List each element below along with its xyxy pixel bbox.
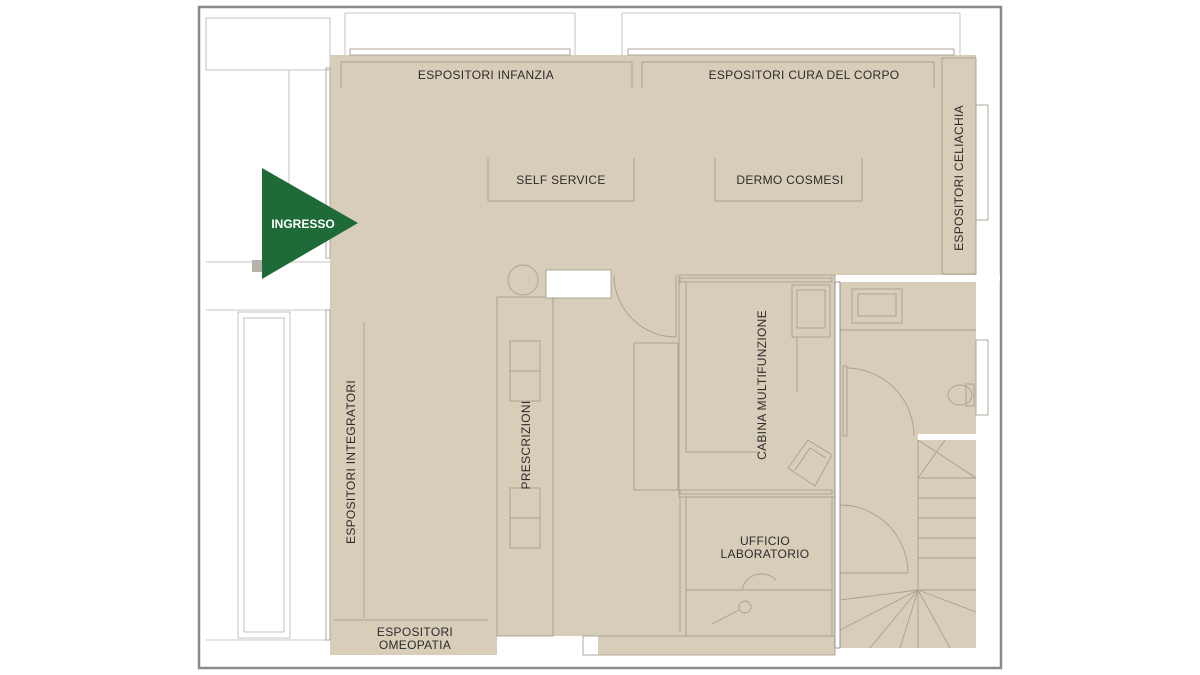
label-espositori-cura-corpo: ESPOSITORI CURA DEL CORPO <box>709 68 900 82</box>
label-laboratorio: LABORATORIO <box>721 547 810 561</box>
bathroom-toilet <box>947 384 973 406</box>
label-ufficio: UFFICIO <box>740 534 790 548</box>
right-windows <box>975 104 989 416</box>
round-stool <box>507 264 539 296</box>
label-espositori-infanzia: ESPOSITORI INFANZIA <box>418 68 554 82</box>
floor-area <box>330 55 976 655</box>
bathroom-door-swing <box>845 367 915 437</box>
counter-area <box>496 264 836 656</box>
stair-door-swing <box>839 504 909 574</box>
bathroom <box>834 281 976 649</box>
office-chair <box>738 600 752 614</box>
entrance-marker: INGRESSO <box>252 168 358 279</box>
back-door-swing <box>613 274 677 338</box>
cabina-chair <box>787 439 833 487</box>
counter-opening <box>545 269 612 299</box>
shelf-celiachia <box>941 57 977 275</box>
label-dermo-cosmesi: DERMO COSMESI <box>736 173 843 187</box>
cabina-sink <box>791 284 831 338</box>
label-self-service: SELF SERVICE <box>516 173 605 187</box>
shelf-cura-corpo <box>641 61 935 88</box>
outer-frame <box>197 5 1003 670</box>
label-espositori-integratori: ESPOSITORI INTEGRATORI <box>344 380 358 544</box>
label-espositori-celiachia: ESPOSITORI CELIACHIA <box>952 105 966 251</box>
shelf-dermo-cosmesi <box>714 158 863 202</box>
entrance-arrow <box>262 168 358 279</box>
label-cabina-multifunzione: CABINA MULTIFUNZIONE <box>755 310 769 460</box>
exterior-voids <box>918 275 1000 440</box>
label-espositori-omeopatia-2: OMEOPATIA <box>379 638 451 652</box>
staircase-floor <box>918 440 976 648</box>
bathroom-sink <box>851 288 903 324</box>
display-shelves <box>334 57 977 621</box>
label-prescrizioni: PRESCRIZIONI <box>519 401 533 490</box>
bathroom-floor <box>840 282 976 434</box>
sales-floor <box>330 55 976 655</box>
shelf-infanzia <box>340 61 633 88</box>
labels: ESPOSITORI INFANZIA ESPOSITORI CURA DEL … <box>344 68 966 652</box>
left-windows <box>325 67 331 641</box>
label-espositori-omeopatia-1: ESPOSITORI <box>377 625 453 639</box>
label-ingresso: INGRESSO <box>271 217 334 231</box>
back-desk <box>633 342 679 491</box>
staircase <box>839 439 977 649</box>
stair-landing-floor <box>840 434 918 648</box>
top-windows <box>349 48 955 56</box>
exterior-context <box>205 12 961 641</box>
shelf-self-service <box>487 158 635 202</box>
ufficio-room <box>679 496 833 637</box>
